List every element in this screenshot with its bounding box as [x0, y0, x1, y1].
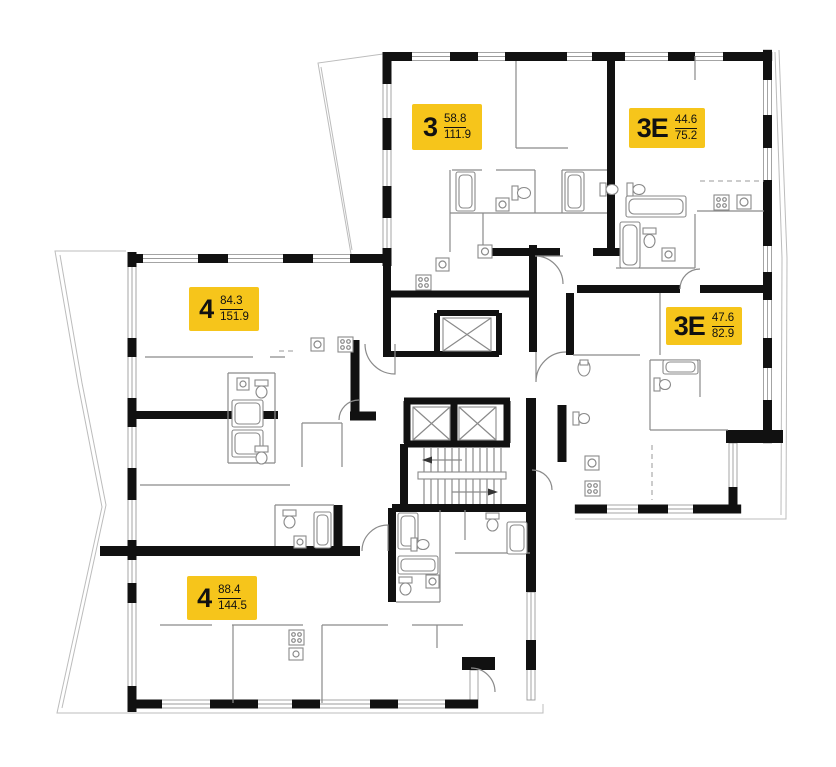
toilet-icon	[254, 182, 672, 596]
stove-icon	[288, 194, 730, 661]
unit-type: 4	[199, 293, 214, 324]
unit-total-area: 151.9	[220, 311, 249, 323]
unit-living-area: 84.3	[220, 294, 243, 310]
unit-badge-4-bottom[interactable]: 4 88.4 144.5	[187, 576, 257, 620]
unit-type: 4	[197, 582, 212, 613]
unit-type: 3Е	[673, 310, 706, 341]
unit-total-area: 82.9	[711, 328, 735, 340]
bathtub-icon	[231, 171, 699, 575]
unit-areas: 47.6 82.9	[711, 311, 735, 342]
unit-total-area: 144.5	[218, 600, 247, 612]
unit-living-area: 88.4	[218, 583, 241, 599]
stairs-icon	[417, 447, 507, 504]
unit-total-area: 75.2	[674, 130, 698, 142]
unit-type: 3	[422, 111, 438, 142]
unit-living-area: 58.8	[443, 112, 467, 128]
unit-areas: 88.4 144.5	[218, 583, 247, 614]
unit-badge-3e-top[interactable]: 3Е 44.6 75.2	[629, 108, 705, 148]
unit-total-area: 111.9	[443, 129, 472, 141]
unit-type: 3Е	[636, 112, 669, 143]
unit-badge-3e-right[interactable]: 3Е 47.6 82.9	[666, 307, 742, 345]
bathroom-fixtures	[231, 171, 752, 661]
unit-areas: 84.3 151.9	[220, 294, 249, 325]
unit-badge-4-top[interactable]: 4 84.3 151.9	[189, 287, 259, 331]
facade-outline	[54, 49, 788, 714]
unit-living-area: 47.6	[711, 311, 735, 327]
unit-badge-3[interactable]: 3 58.8 111.9	[412, 104, 482, 150]
unit-areas: 58.8 111.9	[443, 112, 472, 143]
elevator-icon	[412, 317, 497, 441]
unit-living-area: 44.6	[674, 113, 698, 129]
sink-icon	[236, 194, 752, 589]
interior-walls	[100, 56, 772, 602]
door-icon	[338, 255, 701, 693]
unit-areas: 44.6 75.2	[674, 113, 698, 144]
